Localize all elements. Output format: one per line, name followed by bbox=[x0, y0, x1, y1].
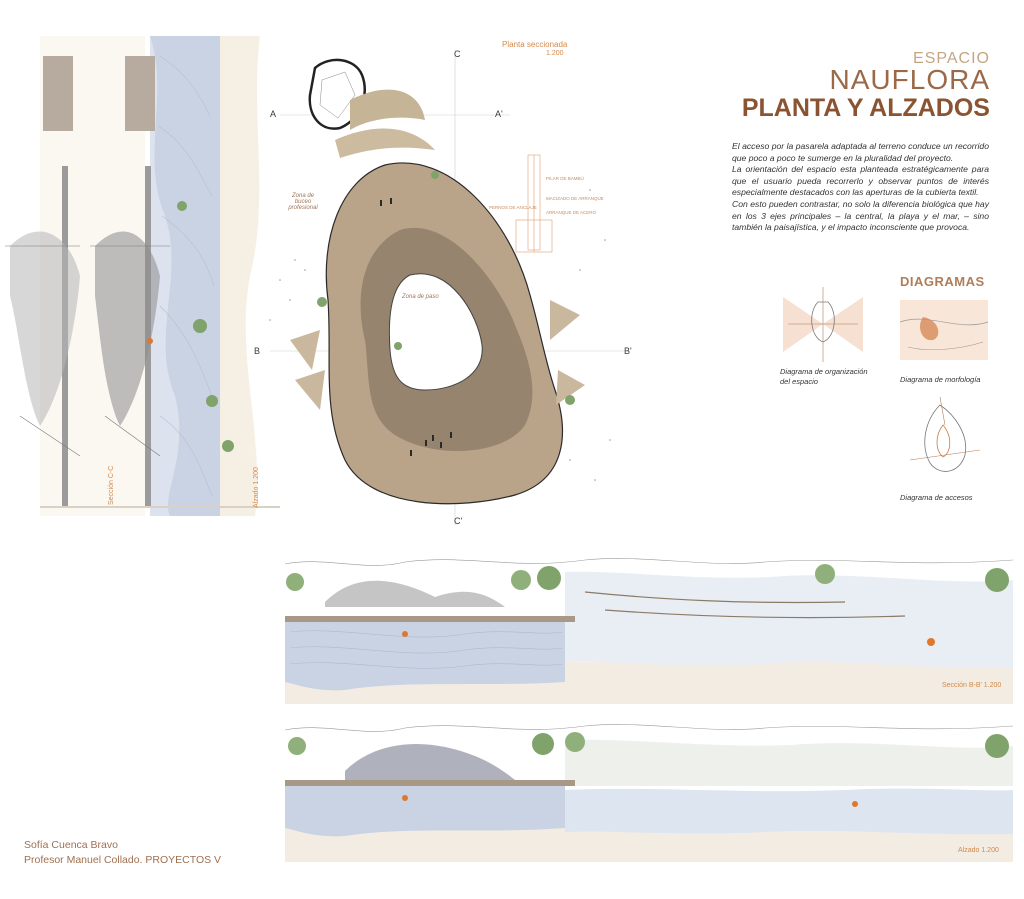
detail-label-3: PERNOS DE ANCLAJE bbox=[489, 205, 537, 210]
description-paragraph: Con esto pueden contrastar, no solo la d… bbox=[732, 198, 989, 233]
section-cc-label: Sección C-C bbox=[108, 465, 115, 505]
plan-scale: 1.200 bbox=[546, 50, 564, 57]
diagram-organization-caption: Diagrama de organización del espacio bbox=[780, 367, 868, 386]
plan-heading: Planta seccionada bbox=[502, 40, 568, 49]
detail-label-1: PILAR DE BAMBÚ bbox=[546, 176, 584, 181]
marker-a-right: A' bbox=[495, 109, 503, 119]
detail-label-2: MACIZADO DE ARRANQUE bbox=[546, 196, 604, 201]
marker-c-bottom: C' bbox=[454, 516, 463, 526]
title-kicker: ESPACIO bbox=[913, 50, 990, 67]
marker-c-top: C bbox=[454, 49, 461, 59]
left-section-drawings bbox=[5, 36, 280, 516]
marker-b-left: B bbox=[254, 346, 261, 356]
page-subtitle: PLANTA Y ALZADOS bbox=[741, 94, 990, 122]
description: El acceso por la pasarela adaptada al te… bbox=[732, 141, 989, 234]
section-bb-label: Sección B-B' 1.200 bbox=[942, 682, 1002, 689]
bottom-elevation-label: Alzado 1.200 bbox=[958, 847, 999, 854]
plan-drawing bbox=[269, 50, 630, 525]
diagrams-title: DIAGRAMAS bbox=[900, 274, 985, 289]
credits: Sofía Cuenca Bravo Profesor Manuel Colla… bbox=[24, 838, 221, 868]
zone-diving-label: Zona de buceo profesional bbox=[288, 193, 318, 211]
page-title: NAUFLORA bbox=[829, 64, 990, 95]
description-paragraph: La orientación del espacio esta plantead… bbox=[732, 164, 989, 198]
bottom-elevation-drawing bbox=[285, 716, 1013, 862]
author-name: Sofía Cuenca Bravo bbox=[24, 839, 118, 851]
diagram-organization bbox=[783, 287, 863, 362]
section-bb-drawing bbox=[285, 552, 1013, 704]
diagram-morphology-caption: Diagrama de morfología bbox=[900, 375, 981, 384]
diagram-access-caption: Diagrama de accesos bbox=[900, 493, 973, 502]
detail-label-4: ARRANQUE DE ACERO bbox=[546, 210, 597, 215]
diagram-morphology bbox=[899, 300, 989, 360]
professor-name: Profesor Manuel Collado. PROYECTOS V bbox=[24, 854, 222, 866]
description-paragraph: El acceso por la pasarela adaptada al te… bbox=[732, 141, 989, 163]
zone-void-label: Zona de paso bbox=[402, 294, 439, 300]
marker-b-right: B' bbox=[624, 346, 632, 356]
diagram-access bbox=[909, 396, 981, 472]
marker-a-left: A bbox=[270, 109, 277, 119]
